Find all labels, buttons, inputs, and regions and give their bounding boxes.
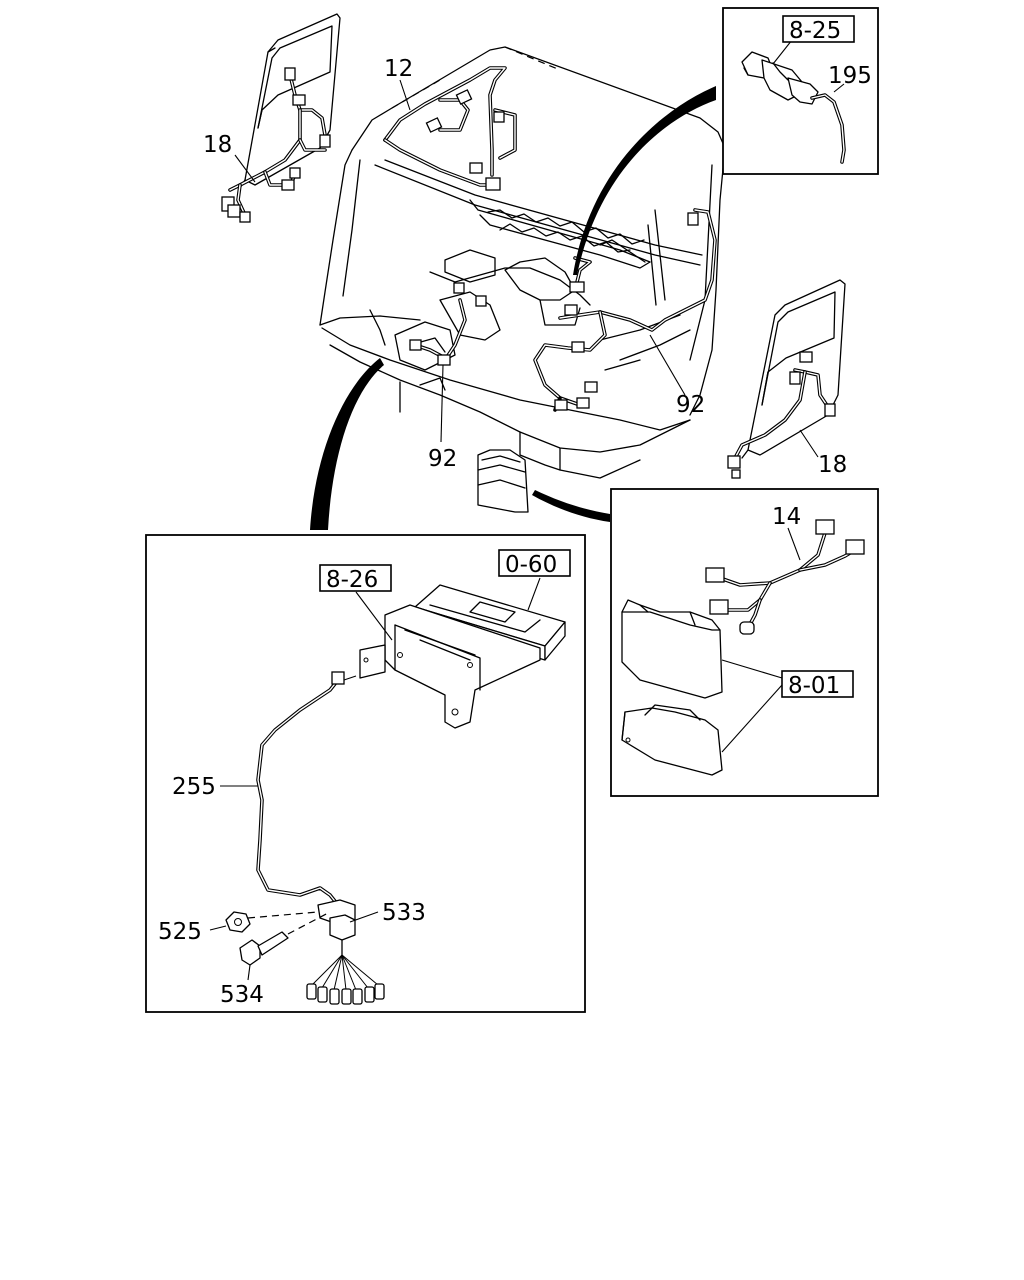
ref-0-60: 0-60 — [505, 552, 557, 578]
callout-12: 12 — [384, 56, 413, 82]
console-inset — [610, 488, 879, 797]
ref-8-26: 8-26 — [326, 567, 378, 593]
leader-curves — [310, 86, 716, 530]
console-cover-part — [477, 449, 529, 513]
floor-harness — [533, 208, 717, 412]
callout-leaders — [234, 79, 819, 458]
callout-14: 14 — [772, 504, 801, 530]
cab-body — [319, 46, 726, 479]
callout-255: 255 — [172, 774, 216, 800]
callout-195: 195 — [828, 63, 872, 89]
ref-8-01: 8-01 — [788, 673, 840, 699]
callout-533: 533 — [382, 900, 426, 926]
controller-inset — [145, 534, 586, 1013]
callout-labels: 12 18 18 92 92 195 14 255 525 533 534 — [158, 56, 872, 1008]
callout-534: 534 — [220, 982, 264, 1008]
right-door — [727, 279, 846, 479]
roof-harness — [383, 66, 517, 191]
callout-92-right: 92 — [676, 392, 705, 418]
left-door — [221, 13, 341, 223]
center-harness — [409, 282, 487, 366]
callout-18-right: 18 — [818, 452, 847, 478]
callout-18-left: 18 — [203, 132, 232, 158]
ref-8-25: 8-25 — [789, 18, 841, 44]
reference-boxes: 8-25 8-26 0-60 8-01 — [319, 15, 855, 699]
callout-525: 525 — [158, 919, 202, 945]
callout-92-center: 92 — [428, 446, 457, 472]
